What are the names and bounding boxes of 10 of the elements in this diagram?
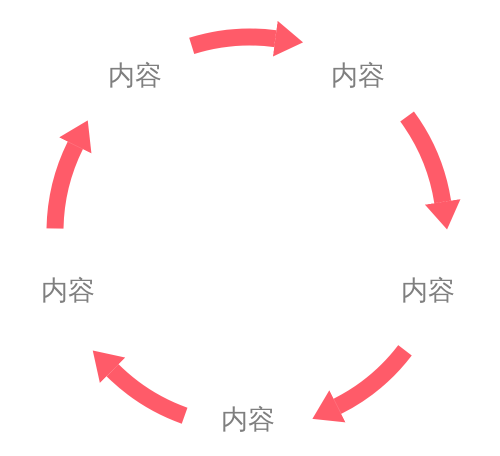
text-label: 内容 — [108, 62, 162, 90]
text-label: 内容 — [331, 62, 385, 90]
curved-arrow — [400, 112, 460, 230]
curved-arrow — [190, 20, 304, 57]
curved-arrow — [92, 352, 188, 424]
text-label: 内容 — [41, 278, 95, 304]
curved-arrow — [313, 344, 412, 422]
text-label: 内容 — [401, 278, 455, 304]
text-label: 内容 — [221, 406, 275, 434]
curved-arrow — [46, 120, 92, 230]
